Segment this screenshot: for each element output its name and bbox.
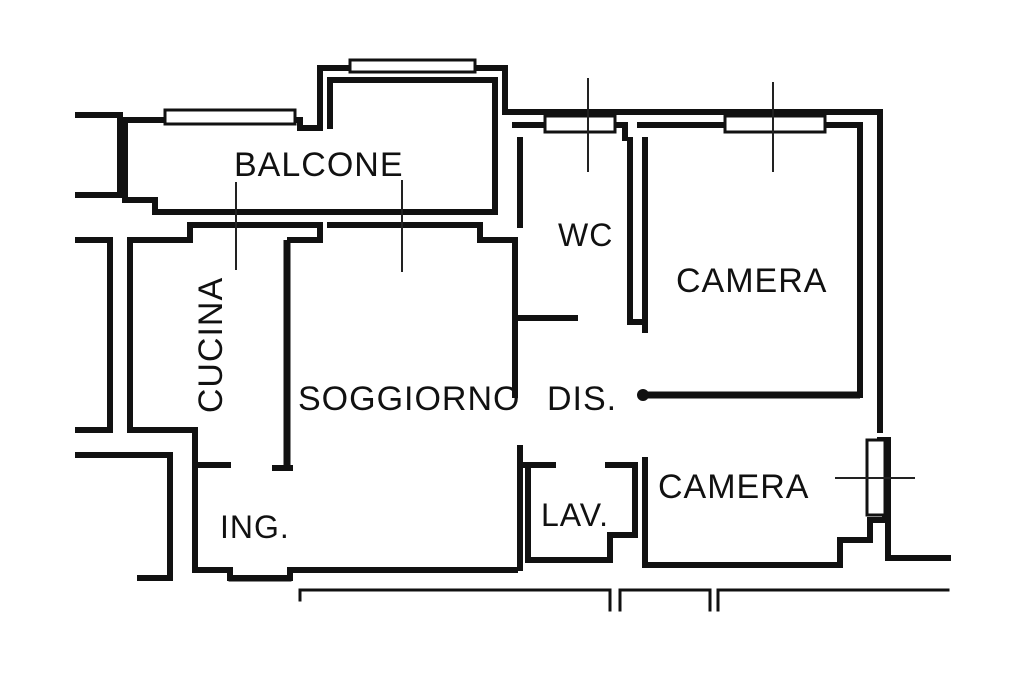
label-wc: WC	[558, 217, 613, 253]
window-camera-top	[723, 114, 827, 134]
wall-left-lower	[75, 452, 173, 581]
balcony-rail-inner	[122, 77, 498, 215]
label-ingresso: ING.	[220, 509, 290, 545]
label-dis: DIS.	[547, 380, 617, 418]
wall-left-middle	[75, 237, 113, 433]
label-lav: LAV.	[541, 497, 609, 533]
label-balcone: BALCONE	[234, 146, 404, 184]
label-camera-2: CAMERA	[658, 468, 809, 506]
wall-kitchen-left	[127, 237, 198, 573]
wall-top-right	[502, 109, 883, 433]
room-labels: BALCONE CUCINA SOGGIORNO ING. WC DIS. LA…	[192, 146, 827, 545]
balcony-rail-top	[117, 65, 508, 131]
window-wc	[543, 114, 617, 134]
label-cucina: CUCINA	[192, 277, 230, 413]
door-pivot	[637, 389, 649, 401]
wall-camera-top	[637, 122, 863, 398]
window-balcony-left	[163, 108, 297, 126]
label-soggiorno: SOGGIORNO	[298, 380, 520, 418]
exterior-walls	[75, 65, 951, 612]
wall-balcony-bottom-left	[127, 222, 323, 243]
label-camera-1: CAMERA	[676, 262, 827, 300]
section-marks	[235, 78, 915, 479]
wall-living-right	[502, 237, 518, 398]
wall-wc-right	[627, 137, 643, 325]
interior-walls	[127, 137, 860, 573]
window-balcony-top	[348, 58, 477, 74]
wall-right-outer	[885, 437, 951, 561]
wall-balcony-bottom-right	[327, 222, 508, 243]
wall-left-upper	[75, 112, 123, 198]
wall-bottom-outer	[228, 578, 950, 612]
wall-bottom-left	[197, 567, 518, 581]
wall-lav-box	[525, 462, 638, 563]
